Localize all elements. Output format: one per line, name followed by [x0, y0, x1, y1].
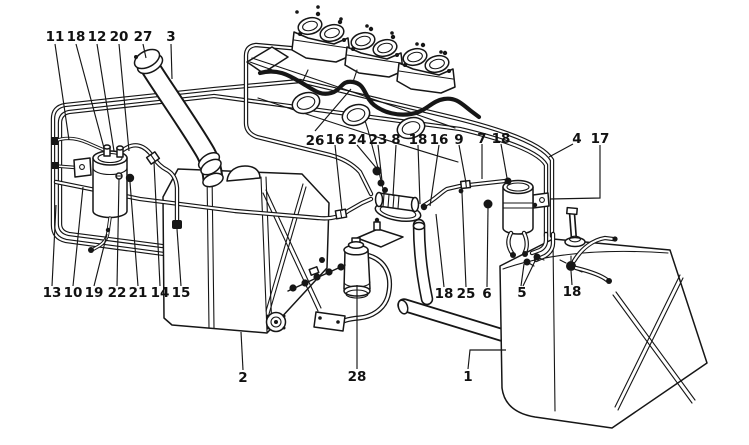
carburetor-fuel-hose — [257, 69, 482, 120]
part-label-15: 15 — [172, 285, 191, 301]
pump-body — [343, 249, 371, 290]
hose-end-fitting — [172, 220, 182, 229]
right-filter-canister — [502, 177, 550, 258]
part-label-6: 6 — [482, 286, 491, 302]
part-label-3: 3 — [166, 29, 175, 45]
left-fuel-tank — [162, 165, 330, 334]
hose-tee — [566, 261, 576, 271]
part-label-21: 21 — [129, 285, 148, 301]
filter-canister — [92, 157, 128, 219]
part-label-22: 22 — [108, 285, 127, 301]
part-label-10: 10 — [64, 285, 83, 301]
part-label-1: 1 — [463, 369, 472, 385]
part-label-12: 12 — [88, 29, 107, 45]
part-label-11: 11 — [46, 29, 65, 45]
part-label-26: 26 — [306, 133, 325, 149]
callout-leader-lines — [51, 43, 601, 371]
callout-labels: 11 18 12 20 27 3 26 16 24 23 8 18 16 9 7… — [43, 29, 610, 386]
fuel-line-loop-and-main-runs — [50, 42, 555, 257]
part-label-2: 2 — [238, 370, 247, 386]
part-label-4: 4 — [572, 131, 581, 147]
part-label-7: 7 — [477, 131, 486, 147]
part-label-14: 14 — [151, 285, 170, 301]
part-label-19: 19 — [85, 285, 104, 301]
electric-fuel-pump — [372, 166, 508, 223]
part-label-16: 16 — [430, 132, 449, 148]
part-label-23: 23 — [369, 132, 388, 148]
part-label-25: 25 — [457, 286, 476, 302]
part-label-24: 24 — [348, 132, 367, 148]
banjo-bolt-23 — [377, 179, 385, 187]
part-label-18: 18 — [492, 131, 511, 147]
part-label-20: 20 — [110, 29, 129, 45]
carburetor-cluster — [246, 5, 459, 163]
part-label-18: 18 — [67, 29, 86, 45]
carburetor-2 — [344, 26, 404, 78]
part-label-5: 5 — [517, 285, 526, 301]
part-label-18: 18 — [563, 284, 582, 300]
part-label-9: 9 — [454, 132, 463, 148]
part-label-18: 18 — [409, 132, 428, 148]
part-label-17: 17 — [591, 131, 610, 147]
banjo-bolt-24 — [372, 166, 382, 176]
right-tank-top-fittings — [523, 206, 618, 284]
intake-port-2 — [338, 100, 374, 130]
part-label-18: 18 — [435, 286, 454, 302]
part-label-16: 16 — [326, 132, 345, 148]
pump-outlet-fitting — [420, 203, 428, 211]
tank-filler-bump — [226, 165, 261, 182]
right-loop-tank-connections — [529, 231, 556, 263]
right-fuel-tank — [499, 238, 708, 429]
banjo-fitting — [125, 173, 135, 183]
carburetor-3 — [396, 42, 456, 94]
part-label-13: 13 — [43, 285, 62, 301]
part-label-8: 8 — [391, 132, 400, 148]
gasket-plate — [356, 228, 404, 248]
mechanical-pump-assembly — [265, 217, 404, 333]
fuel-line-across-left-tank — [53, 179, 374, 221]
part-label-28: 28 — [348, 369, 367, 385]
hose-clamp — [334, 208, 348, 220]
filter-bracket — [73, 157, 92, 178]
part-label-27: 27 — [134, 29, 153, 45]
chassis-tubes — [397, 218, 509, 342]
filler-hose — [133, 48, 224, 188]
banjo-bolt-6 — [483, 199, 493, 209]
